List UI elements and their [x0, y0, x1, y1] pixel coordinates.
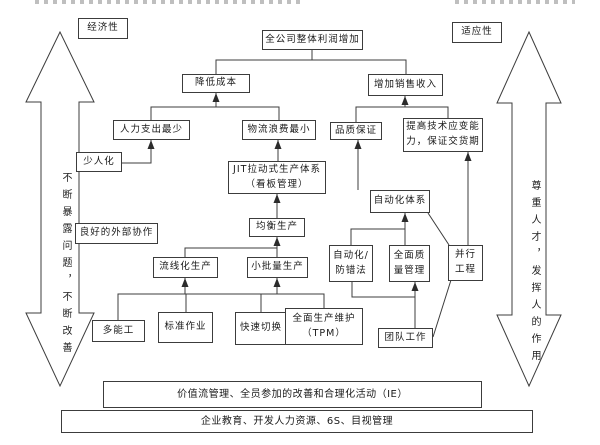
node-jit: JIT拉动式生产体系 （看板管理）	[228, 161, 326, 194]
node-tech: 提高技术应变能 力，保证交货期	[403, 118, 483, 152]
connector-bottom-row	[117, 278, 325, 320]
node-jidoka: 自动化体系	[370, 190, 430, 213]
clipped-title-fragment-left	[35, 0, 300, 4]
node-coop: 良好的外部协作	[75, 223, 158, 244]
right-double-arrow	[496, 30, 562, 388]
connector-into-jidoka	[350, 213, 406, 245]
label-adaptability: 适应性	[452, 22, 502, 43]
node-profit: 全公司整体利润增加	[262, 30, 363, 50]
node-quick-change: 快速切换	[235, 312, 287, 345]
node-multi-skill: 多能工	[92, 320, 145, 342]
clipped-title-fragment-right	[455, 0, 575, 4]
node-concurrent: 并行 工程	[448, 245, 483, 281]
node-logistics: 物流浪费最小	[242, 120, 316, 140]
label-economy: 经济性	[78, 18, 128, 39]
connector-slant-lines	[427, 212, 452, 338]
node-teamwork: 团队工作	[378, 328, 433, 348]
node-few-man: 少人化	[76, 152, 122, 172]
node-std-work: 标准作业	[158, 312, 213, 343]
node-auto-err: 自动化/ 防错法	[329, 245, 373, 282]
connector-into-balance	[184, 237, 278, 257]
node-tqm: 全面质 量管理	[389, 245, 430, 282]
connector-profit-tree	[215, 50, 407, 74]
node-labor: 人力支出最少	[113, 120, 190, 140]
left-arrow-label: 不断暴露问题，不断改善	[60, 172, 71, 359]
node-cost: 降低成本	[182, 74, 250, 93]
node-tpm: 全面生产维护 （TPM）	[285, 308, 363, 345]
node-small-lot: 小批量生产	[247, 257, 308, 278]
arrowheads	[147, 93, 472, 291]
node-education: 企业教育、开发人力资源、6S、目视管理	[61, 410, 533, 433]
left-double-arrow	[25, 30, 95, 388]
node-balance: 均衡生产	[249, 218, 305, 237]
node-revenue: 增加销售收入	[368, 74, 443, 96]
connector-fewman-labor	[122, 140, 152, 164]
right-arrow-label: 尊重人才，发挥人的作用	[529, 180, 540, 367]
node-quality: 品质保证	[330, 122, 382, 140]
node-value-stream: 价值流管理、全员参加的改善和合理化活动（IE）	[103, 381, 482, 408]
node-flow: 流线化生产	[153, 257, 218, 278]
